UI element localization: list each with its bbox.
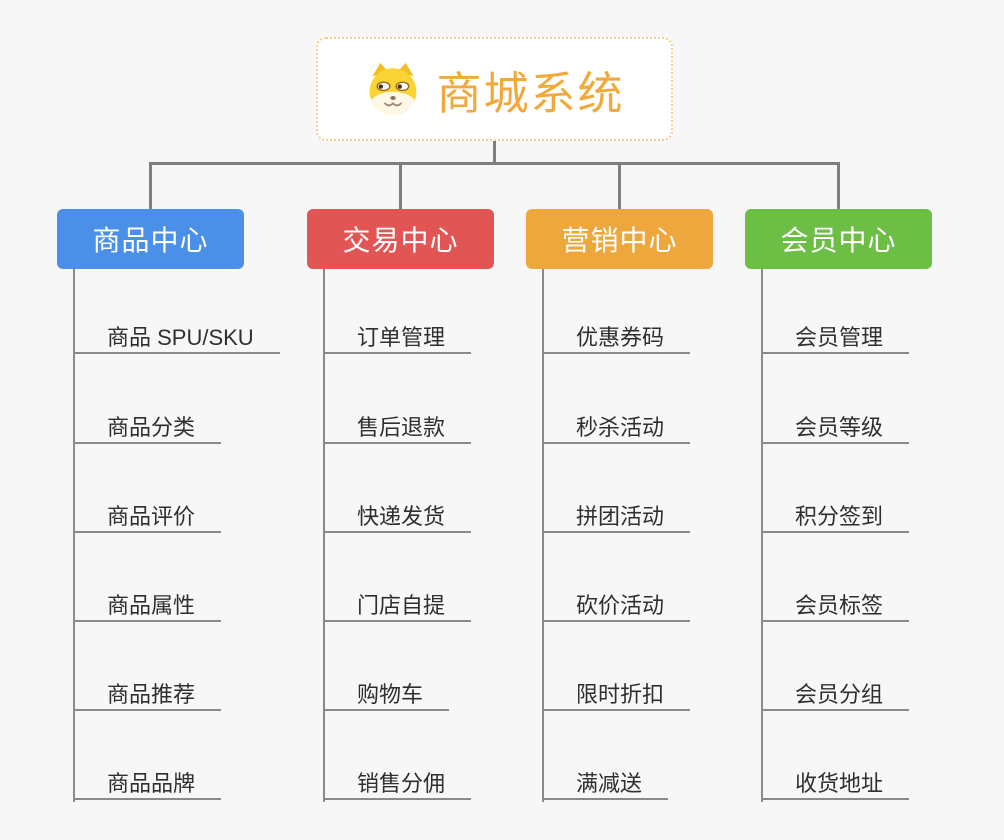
- mindmap-leaf[interactable]: 积分签到: [761, 502, 910, 533]
- branch-label: 商品中心: [92, 225, 209, 256]
- mindmap-leaf[interactable]: 销售分佣: [323, 769, 472, 800]
- doge-icon: [370, 62, 417, 116]
- connector-trunk-vertical: [493, 141, 496, 165]
- connector-trunk-horizontal: [149, 162, 840, 165]
- root-title: 商城系统: [436, 67, 625, 119]
- mindmap-leaf[interactable]: 满减送: [542, 769, 669, 800]
- mindmap-leaf[interactable]: 商品推荐: [73, 680, 222, 711]
- mindmap-leaf[interactable]: 会员等级: [761, 413, 910, 444]
- mindmap-leaf[interactable]: 会员标签: [761, 591, 910, 622]
- branch-vertical-line: [761, 269, 763, 802]
- mindmap-leaf[interactable]: 门店自提: [323, 591, 472, 622]
- mindmap-leaf[interactable]: 快递发货: [323, 502, 472, 533]
- mindmap-leaf[interactable]: 砍价活动: [542, 591, 691, 622]
- mindmap-leaf[interactable]: 拼团活动: [542, 502, 691, 533]
- branch-header-trade-center[interactable]: 交易中心: [307, 209, 494, 269]
- root-node[interactable]: 商城系统: [316, 37, 673, 141]
- mindmap-leaf[interactable]: 限时折扣: [542, 680, 691, 711]
- mindmap-leaf[interactable]: 售后退款: [323, 413, 472, 444]
- mindmap-leaf[interactable]: 会员管理: [761, 323, 910, 354]
- branch-vertical-line: [542, 269, 544, 802]
- mindmap-leaf[interactable]: 会员分组: [761, 680, 910, 711]
- branch-header-marketing-center[interactable]: 营销中心: [526, 209, 713, 269]
- branch-column-product-center: 商品中心 商品 SPU/SKU 商品分类商品评价商品属性商品推荐商品品牌: [57, 209, 337, 819]
- mindmap-leaf[interactable]: 收货地址: [761, 769, 910, 800]
- branch-header-product-center[interactable]: 商品中心: [57, 209, 244, 269]
- branch-column-marketing-center: 营销中心 优惠券码秒杀活动拼团活动砍价活动限时折扣满减送: [526, 209, 806, 819]
- mindmap-leaf[interactable]: 优惠券码: [542, 323, 691, 354]
- mindmap-leaf[interactable]: 商品品牌: [73, 769, 222, 800]
- branch-label: 交易中心: [342, 225, 459, 256]
- branch-vertical-line: [323, 269, 325, 802]
- connector-drop: [399, 162, 402, 209]
- mindmap-leaf[interactable]: 商品属性: [73, 591, 222, 622]
- mindmap-leaf[interactable]: 商品评价: [73, 502, 222, 533]
- connector-drop: [618, 162, 621, 209]
- mindmap-leaf[interactable]: 商品分类: [73, 413, 222, 444]
- mindmap-leaf[interactable]: 订单管理: [323, 323, 472, 354]
- branch-column-trade-center: 交易中心 订单管理售后退款快递发货门店自提购物车销售分佣: [307, 209, 587, 819]
- connector-drop: [149, 162, 152, 209]
- connector-drop: [837, 162, 840, 209]
- mindmap-leaf[interactable]: 秒杀活动: [542, 413, 691, 444]
- branch-label: 营销中心: [561, 225, 678, 256]
- mindmap-leaf[interactable]: 商品 SPU/SKU: [73, 323, 280, 354]
- branch-vertical-line: [73, 269, 75, 802]
- branch-header-member-center[interactable]: 会员中心: [745, 209, 932, 269]
- branch-label: 会员中心: [780, 225, 897, 256]
- branch-column-member-center: 会员中心 会员管理会员等级积分签到会员标签会员分组收货地址: [745, 209, 1004, 819]
- mindmap-leaf[interactable]: 购物车: [323, 680, 450, 711]
